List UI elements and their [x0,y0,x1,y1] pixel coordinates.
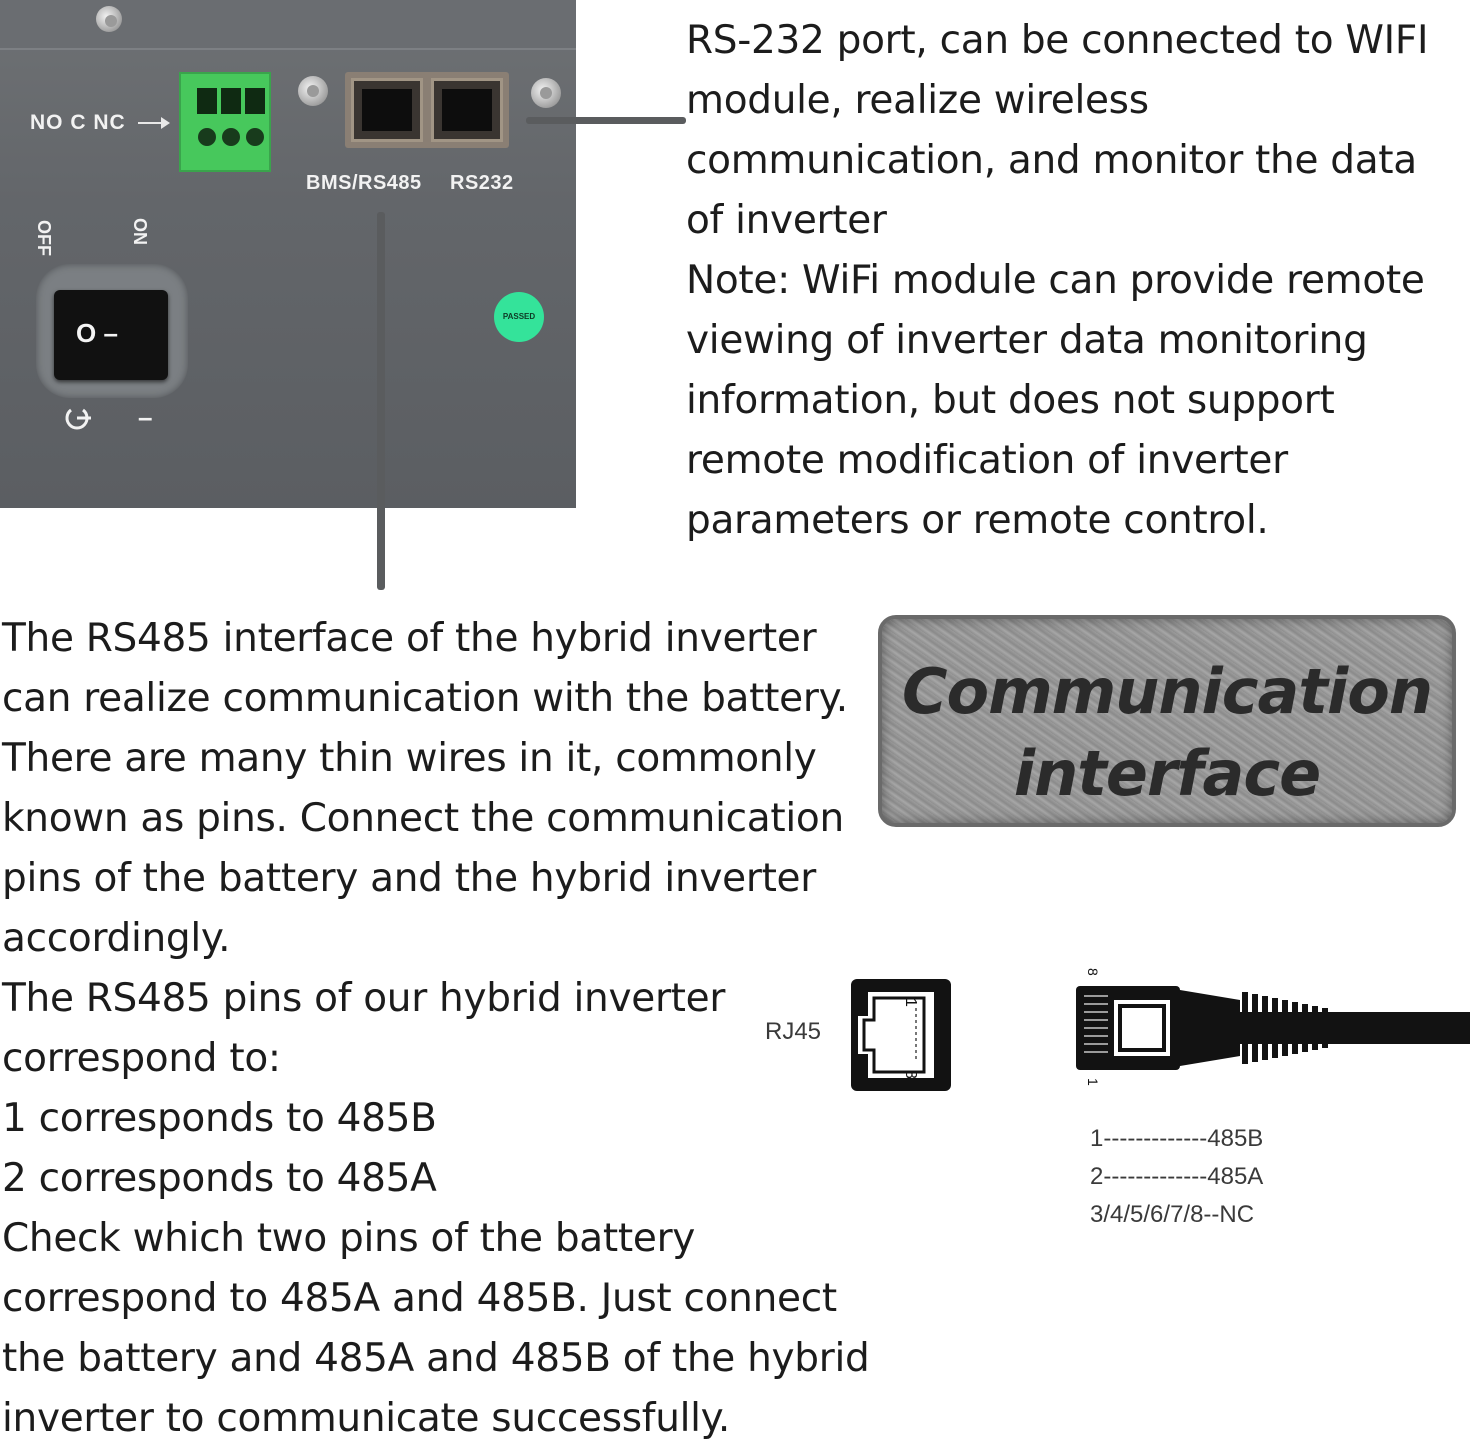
rj45-pin-map: 1-------------485B 2-------------485A 3/4/… [1090,1120,1263,1234]
relay-terminal-block [179,72,271,172]
rj45-jack-diagram: 1 8 [851,979,951,1091]
rs485-description-line: pins of the battery and the hybrid inver… [2,856,816,901]
arrow-right-icon [138,117,170,129]
power-icon [65,408,91,430]
rs485-description-line: inverter to communicate successfully. [2,1396,730,1441]
pin-map-line: 1-------------485B [1090,1125,1264,1152]
rs232-description-line: viewing of inverter data monitoring [686,318,1368,363]
screw-icon [96,6,122,32]
inverter-panel-photo: NO C NC BMS/RS485 RS232 OFF ON O – – PAS… [0,0,576,508]
rs232-description-line: module, realize wireless [686,78,1149,123]
screw-icon [531,78,561,108]
rs232-description-line: communication, and monitor the data [686,138,1417,183]
terminal-screw [198,128,216,146]
rs485-description-line: 2 corresponds to 485A [2,1156,437,1201]
screw-icon [298,76,328,106]
plug-pin-1: 1 [1085,1078,1101,1086]
relay-terminal-label: NO C NC [30,111,126,134]
passed-sticker: PASSED [494,292,544,342]
rs485-description-line: known as pins. Connect the communication [2,796,844,841]
bms-rs485-port [351,78,423,142]
rs485-description-line: correspond to 485A and 485B. Just connec… [2,1276,837,1321]
bms-rs485-label: BMS/RS485 [306,172,422,194]
terminal-slot [221,88,241,114]
communication-interface-badge: Communication interface [878,615,1456,827]
rs485-description-line: The RS485 pins of our hybrid inverter [2,976,726,1021]
switch-on-label: ON [130,218,150,245]
power-dash: – [138,402,153,432]
rs485-callout-line [377,212,385,590]
pin-map-line: 3/4/5/6/7/8--NC [1090,1201,1255,1228]
switch-off-label: OFF [34,220,54,256]
terminal-screw [246,128,264,146]
rs232-port [431,78,503,142]
terminal-slot [245,88,265,114]
jack-pin-1: 1 [902,998,919,1007]
badge-line2: interface [1013,737,1321,810]
rj45-label: RJ45 [765,1018,822,1045]
rs232-description-line: RS-232 port, can be connected to WIFI [686,18,1429,63]
rs485-description: The RS485 interface of the hybrid invert… [2,609,870,1449]
panel-top-band [0,0,576,50]
terminal-slot [197,88,217,114]
rs232-description-line: remote modification of inverter [686,438,1288,483]
rs485-description-line: accordingly. [2,916,231,961]
power-switch [54,290,168,380]
badge-line1: Communication [901,655,1433,728]
rs232-callout-line [526,117,686,124]
rj45-port-block [345,72,509,148]
rs485-description-line: correspond to: [2,1036,281,1081]
rs485-description-line: There are many thin wires in it, commonl… [2,736,817,781]
rs485-description-line: can realize communication with the batte… [2,676,848,721]
rs232-description-line: parameters or remote control. [686,498,1269,543]
switch-glyph: O – [76,318,118,348]
rs232-label: RS232 [450,172,514,194]
jack-pin-8: 8 [902,1070,919,1079]
pin-map-line: 2-------------485A [1090,1163,1264,1190]
rs485-description-line: the battery and 485A and 485B of the hyb… [2,1336,870,1381]
rs232-description-line: Note: WiFi module can provide remote [686,258,1425,303]
rs232-description-line: information, but does not support [686,378,1335,423]
rs485-description-line: 1 corresponds to 485B [2,1096,437,1141]
rs232-description: RS-232 port, can be connected to WIFI mod… [686,11,1428,551]
rs485-description-line: Check which two pins of the battery [2,1216,696,1261]
rs485-description-line: The RS485 interface of the hybrid invert… [2,616,817,661]
plug-pin-8: 8 [1085,968,1101,976]
rj45-plug-diagram: 8 1 [1076,968,1470,1086]
rs232-description-line: of inverter [686,198,887,243]
terminal-screw [222,128,240,146]
